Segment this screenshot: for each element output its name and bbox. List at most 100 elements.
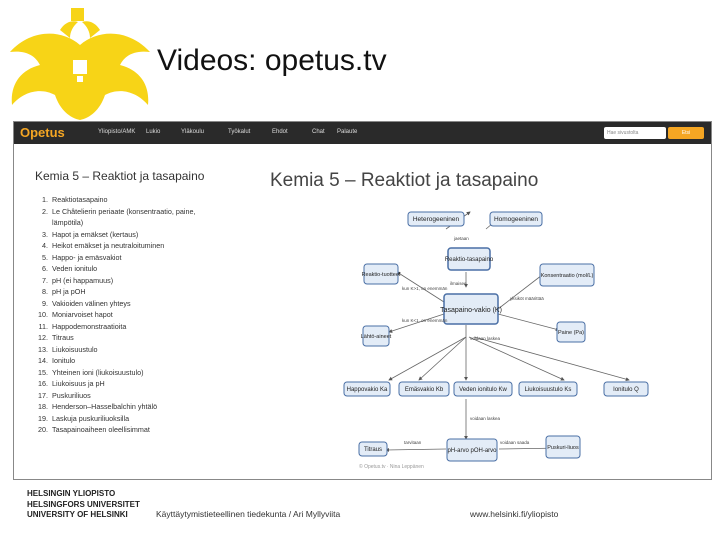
lesson-item[interactable]: 6.Veden ionitulo [28,263,227,275]
lesson-item[interactable]: 10. Moniarvoiset hapot [28,309,227,321]
lesson-item[interactable]: 13. Liukoisuustulo [28,344,227,356]
lesson-item[interactable]: 19. Laskuja puskuriliuoksilla [28,413,227,425]
node-tasapainovakio: Tasapaino-vakio (K) [440,293,502,325]
svg-text:Titraus: Titraus [364,447,382,453]
lesson-title[interactable]: Liukoisuustulo [52,344,98,354]
lesson-item[interactable]: 7. pH (ei happamuus) [28,275,227,287]
edge-label-jaetaan: jaetaan [453,236,469,241]
lesson-title[interactable]: Liukoisuus ja pH [52,379,105,388]
lesson-number: 7. [42,275,48,285]
lesson-number: 8. [42,287,48,296]
nav-ylakoulu[interactable]: Yläkoulu [181,129,205,135]
node-puskuri: Puskuri-liuos [545,435,581,459]
search-input[interactable]: Hae sivustolta [604,127,666,139]
node-paine: Paine (Pa) [556,321,586,343]
lesson-title[interactable]: Hapot ja emäkset (kertaus) [52,229,139,239]
lesson-item[interactable]: 11.Happodemonstraatioita [28,321,227,333]
video-title: Kemia 5 – Reaktiot ja tasapaino [270,170,539,191]
nav-tyokalut[interactable]: Työkalut [228,129,251,135]
lesson-title[interactable]: Reaktiotasapaino [52,195,108,204]
lesson-item[interactable]: 4. Heikot emäkset ja neutraloituminen [28,240,227,252]
lesson-title[interactable]: Yhteinen ioni (liukoisuustulo) [52,367,144,377]
lesson-number: 15. [38,367,48,377]
video-caption: © Opetus.tv · Nina Leppänen [359,464,424,470]
lesson-item[interactable]: 3. Hapot ja emäkset (kertaus) [28,229,227,241]
node-liukoisuustulo: Liukoisuustulo Ks [518,381,578,397]
lesson-title[interactable]: Happodemonstraatioita [52,321,127,331]
node-emasvakio: Emäsvakio Kb [398,381,450,397]
lesson-title[interactable]: pH (ei happamuus) [52,275,114,285]
nav-palaute[interactable]: Palaute [337,129,358,135]
lesson-item[interactable]: 8. pH ja pOH [28,286,227,298]
lesson-title[interactable]: Le Châtelierin periaate (konsentraatio, … [52,206,196,228]
footer-faculty: Käyttäytymistieteellinen tiedekunta / Ar… [156,509,341,519]
lesson-item[interactable]: 9. Vakioiden välinen yhteys [28,298,227,310]
lesson-number: 18. [38,402,48,411]
svg-text:Reaktio-tuotteet: Reaktio-tuotteet [362,272,401,278]
nav-yliopisto[interactable]: Yliopisto/AMK [98,129,136,135]
lesson-item[interactable]: 1.Reaktiotasapaino [28,194,227,206]
lesson-item[interactable]: 17. Puskuriliuos [28,390,227,402]
lesson-number: 17. [38,390,48,400]
nav-chat[interactable]: Chat [312,129,325,135]
node-homogeeninen: Homogeeninen [489,211,543,227]
svg-text:Puskuri-liuos: Puskuri-liuos [547,445,579,451]
lesson-title[interactable]: Vakioiden välinen yhteys [52,298,131,308]
lesson-title[interactable]: Moniarvoiset hapot [52,310,113,319]
nav-ehdot[interactable]: Ehdot [272,129,288,135]
node-reaktiotasapaino: Reaktio-tasapaino [445,247,494,271]
svg-text:Liukoisuustulo Ks: Liukoisuustulo Ks [525,387,572,393]
lesson-title[interactable]: pH ja pOH [52,287,86,296]
lesson-item[interactable]: 20.Tasapainoaiheen oleellisimmat [28,424,227,436]
lesson-title[interactable]: Tasapainoaiheen oleellisimmat [52,425,150,434]
lesson-title[interactable]: Happo- ja emäsvakiot [52,252,122,262]
svg-text:Paine (Pa): Paine (Pa) [558,330,584,336]
svg-text:pH-arvo pOH-arvo: pH-arvo pOH-arvo [447,448,497,454]
lesson-item[interactable]: 12.Titraus [28,332,227,344]
svg-text:Lähtö-aineet: Lähtö-aineet [361,334,392,340]
lesson-number: 10. [38,310,48,319]
edge-label-voidaan: voidaan laskea [470,336,501,341]
node-ionitulo-q: Ionitulo Q [603,381,649,397]
footer-url: www.helsinki.fi/yliopisto [470,509,559,519]
svg-text:Konsentraatio (mol/L): Konsentraatio (mol/L) [541,273,594,279]
svg-text:Ionitulo Q: Ionitulo Q [613,387,639,393]
concept-diagram[interactable]: Heterogeeninen Homogeeninen Reaktio-tasa… [14,122,711,479]
lesson-title[interactable]: Veden ionitulo [52,264,98,273]
lesson-title[interactable]: Titraus [52,333,74,342]
edge-label-voidaan-saada: voidaan saada [500,440,530,445]
edge-label-yksikot: yksiköt määrittää [510,296,544,301]
nav-lukio[interactable]: Lukio [146,129,161,135]
lesson-number: 14. [38,356,48,365]
lesson-number: 9. [42,298,48,308]
lesson-number: 5. [42,252,48,262]
lesson-number: 19. [38,413,48,423]
lesson-item[interactable]: 16.Liukoisuus ja pH [28,378,227,390]
edge-label-kun-k-pieni: kun K<1, on enemmän [402,318,448,323]
lesson-title[interactable]: Laskuja puskuriliuoksilla [52,413,130,423]
lesson-number: 4. [42,241,48,250]
lesson-title[interactable]: Puskuriliuos [52,390,91,400]
svg-text:Homogeeninen: Homogeeninen [494,216,538,223]
lesson-number: 3. [42,229,48,239]
svg-text:Emäsvakio Kb: Emäsvakio Kb [405,387,444,393]
node-ph: pH-arvo pOH-arvo [446,438,498,462]
slide-title: Videos: opetus.tv [157,44,387,77]
lesson-number: 13. [38,344,48,354]
lesson-item[interactable]: 15. Yhteinen ioni (liukoisuustulo) [28,367,227,379]
node-ionitulo: Veden ionitulo Kw [453,381,513,397]
lesson-number: 2. [42,206,48,216]
lesson-item[interactable]: 18. Henderson–Hasselbalchin yhtälö [28,401,227,413]
lesson-item[interactable]: 5. Happo- ja emäsvakiot [28,252,227,264]
search-button[interactable]: Etsi [668,127,704,139]
lesson-item[interactable]: 2. Le Châtelierin periaate (konsentraatio… [28,206,227,229]
lesson-title[interactable]: Henderson–Hasselbalchin yhtälö [52,402,158,411]
site-logo[interactable]: Opetus [20,125,65,140]
lesson-title[interactable]: Heikot emäkset ja neutraloituminen [52,241,165,250]
website-screenshot: Opetus Yliopisto/AMK Lukio Yläkoulu Työk… [13,121,712,480]
node-lahtoaineet: Lähtö-aineet [361,325,392,347]
lesson-title[interactable]: Ionitulo [52,356,76,365]
lesson-item[interactable]: 14. Ionitulo [28,355,227,367]
svg-text:Tasapaino-vakio (K): Tasapaino-vakio (K) [440,307,502,314]
